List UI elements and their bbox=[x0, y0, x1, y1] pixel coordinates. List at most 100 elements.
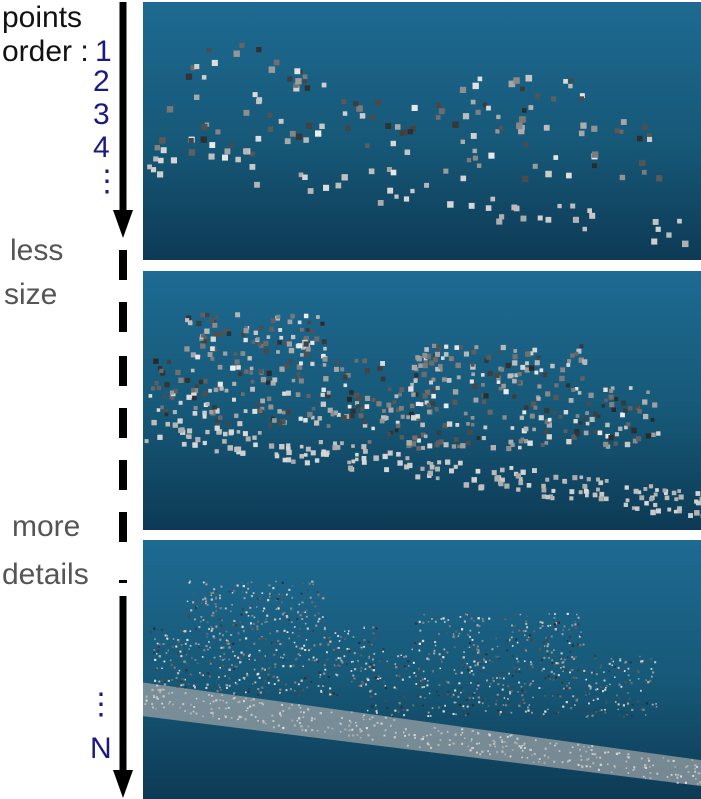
cloud-point bbox=[179, 650, 182, 653]
cloud-point bbox=[153, 649, 156, 651]
cloud-point bbox=[592, 699, 595, 701]
cloud-point bbox=[348, 729, 351, 732]
cloud-point bbox=[212, 614, 215, 617]
cloud-point bbox=[234, 693, 237, 696]
cloud-point bbox=[240, 716, 243, 718]
cloud-point bbox=[577, 763, 580, 766]
cloud-point bbox=[325, 393, 331, 399]
cloud-point bbox=[191, 388, 196, 393]
cloud-point bbox=[331, 727, 334, 730]
cloud-point bbox=[699, 781, 701, 784]
cloud-point bbox=[343, 383, 348, 388]
cloud-point bbox=[617, 703, 620, 706]
cloud-point bbox=[412, 661, 415, 664]
cloud-point bbox=[244, 326, 248, 330]
cloud-point bbox=[189, 673, 192, 676]
cloud-point bbox=[512, 378, 517, 384]
cloud-point bbox=[298, 694, 301, 696]
cloud-point bbox=[276, 630, 279, 633]
cloud-point bbox=[182, 630, 185, 633]
cloud-point bbox=[599, 756, 602, 759]
cloud-point bbox=[266, 380, 271, 385]
cloud-point bbox=[307, 411, 313, 418]
cloud-point bbox=[282, 727, 285, 730]
cloud-point bbox=[504, 741, 506, 743]
cloud-point bbox=[192, 601, 195, 604]
cloud-point bbox=[154, 381, 159, 386]
cloud-point bbox=[528, 704, 531, 706]
cloud-point bbox=[415, 683, 418, 685]
cloud-point bbox=[180, 655, 183, 658]
cloud-point bbox=[291, 631, 294, 634]
cloud-point bbox=[394, 194, 399, 199]
cloud-point bbox=[452, 389, 459, 395]
cloud-point bbox=[462, 661, 464, 663]
cloud-point bbox=[398, 702, 401, 705]
cloud-point bbox=[473, 692, 476, 694]
cloud-point bbox=[482, 666, 485, 669]
label-more: more bbox=[12, 510, 81, 543]
cloud-point bbox=[571, 656, 573, 658]
cloud-point bbox=[381, 415, 387, 421]
cloud-point bbox=[406, 440, 412, 446]
cloud-point bbox=[423, 613, 425, 616]
cloud-point bbox=[519, 613, 522, 616]
cloud-point bbox=[186, 394, 192, 400]
cloud-point bbox=[549, 494, 554, 499]
cloud-point bbox=[278, 118, 284, 124]
cloud-point bbox=[489, 682, 492, 685]
cloud-point bbox=[547, 625, 550, 627]
cloud-point bbox=[345, 663, 348, 665]
cloud-point bbox=[562, 629, 564, 631]
cloud-point bbox=[221, 665, 224, 668]
cloud-point bbox=[518, 116, 526, 123]
cloud-point bbox=[242, 431, 248, 437]
cloud-point bbox=[267, 599, 270, 602]
cloud-point bbox=[662, 757, 665, 759]
cloud-point bbox=[453, 437, 459, 442]
cloud-point bbox=[375, 710, 378, 713]
cloud-point bbox=[492, 680, 495, 682]
cloud-point bbox=[208, 687, 211, 690]
cloud-point bbox=[371, 426, 375, 431]
cloud-point bbox=[575, 699, 578, 702]
cloud-point bbox=[550, 635, 553, 638]
cloud-point bbox=[312, 656, 315, 659]
cloud-point bbox=[555, 662, 558, 665]
cloud-point bbox=[477, 617, 480, 620]
cloud-point bbox=[488, 659, 491, 662]
cloud-point bbox=[458, 632, 461, 635]
cloud-point bbox=[400, 705, 403, 708]
cloud-point bbox=[364, 395, 371, 401]
cloud-point bbox=[564, 658, 566, 661]
cloud-point bbox=[559, 657, 561, 659]
cloud-point bbox=[516, 641, 519, 644]
cloud-point bbox=[625, 760, 628, 763]
cloud-point bbox=[166, 106, 174, 113]
cloud-point bbox=[296, 618, 299, 620]
cloud-point bbox=[518, 681, 521, 684]
cloud-point bbox=[452, 121, 459, 128]
cloud-point bbox=[244, 676, 246, 679]
cloud-point bbox=[280, 601, 283, 604]
cloud-point bbox=[361, 444, 367, 450]
cloud-point bbox=[320, 392, 325, 397]
cloud-point bbox=[506, 649, 509, 652]
cloud-point bbox=[615, 752, 619, 755]
cloud-point bbox=[194, 64, 200, 70]
cloud-point bbox=[213, 588, 216, 591]
cloud-point bbox=[222, 439, 227, 444]
cloud-point bbox=[652, 671, 655, 674]
cloud-point bbox=[484, 698, 486, 701]
cloud-point bbox=[294, 681, 297, 684]
cloud-point bbox=[218, 415, 223, 420]
cloud-point bbox=[403, 695, 406, 698]
cloud-point bbox=[163, 706, 165, 709]
cloud-point bbox=[172, 410, 177, 415]
cloud-point bbox=[476, 751, 478, 754]
cloud-point bbox=[416, 671, 418, 674]
cloud-point bbox=[202, 715, 204, 717]
cloud-point bbox=[495, 655, 498, 658]
cloud-point bbox=[197, 662, 199, 664]
cloud-point bbox=[593, 671, 595, 674]
